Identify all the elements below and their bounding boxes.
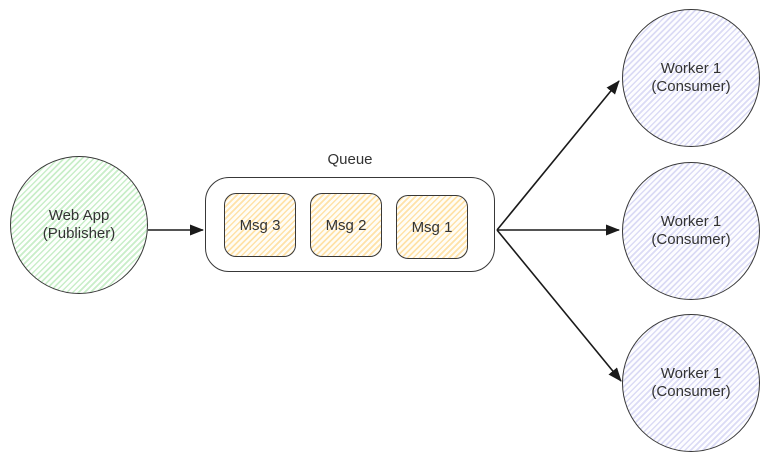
message-box-msg2: Msg 2 bbox=[310, 193, 382, 257]
message-box-msg3: Msg 3 bbox=[224, 193, 296, 257]
worker-2-label: Worker 1 (Consumer) bbox=[651, 213, 730, 250]
queue-node: Msg 3 Msg 2 Msg 1 bbox=[205, 177, 495, 272]
worker-2-role: (Consumer) bbox=[651, 231, 731, 248]
worker-3-label: Worker 1 (Consumer) bbox=[651, 365, 730, 402]
publisher-name: Web App bbox=[48, 206, 110, 224]
worker-node-2: Worker 1 (Consumer) bbox=[622, 162, 760, 300]
queue-to-worker1-arrow bbox=[496, 80, 620, 231]
worker-2-name: Worker 1 bbox=[660, 212, 722, 230]
worker-node-1: Worker 1 (Consumer) bbox=[622, 9, 760, 147]
worker-3-role: (Consumer) bbox=[651, 383, 731, 400]
queue-to-worker3-arrow bbox=[496, 229, 622, 382]
worker-3-name: Worker 1 bbox=[660, 364, 722, 382]
worker-node-3: Worker 1 (Consumer) bbox=[622, 314, 760, 452]
publisher-role: (Publisher) bbox=[42, 225, 116, 242]
message-box-msg1: Msg 1 bbox=[396, 195, 468, 259]
worker-1-name: Worker 1 bbox=[660, 59, 722, 77]
worker-1-label: Worker 1 (Consumer) bbox=[651, 60, 730, 97]
publisher-label: Web App (Publisher) bbox=[43, 207, 116, 244]
worker-1-role: (Consumer) bbox=[651, 78, 731, 95]
queue-label: Queue bbox=[327, 151, 373, 168]
publisher-node: Web App (Publisher) bbox=[10, 156, 148, 294]
